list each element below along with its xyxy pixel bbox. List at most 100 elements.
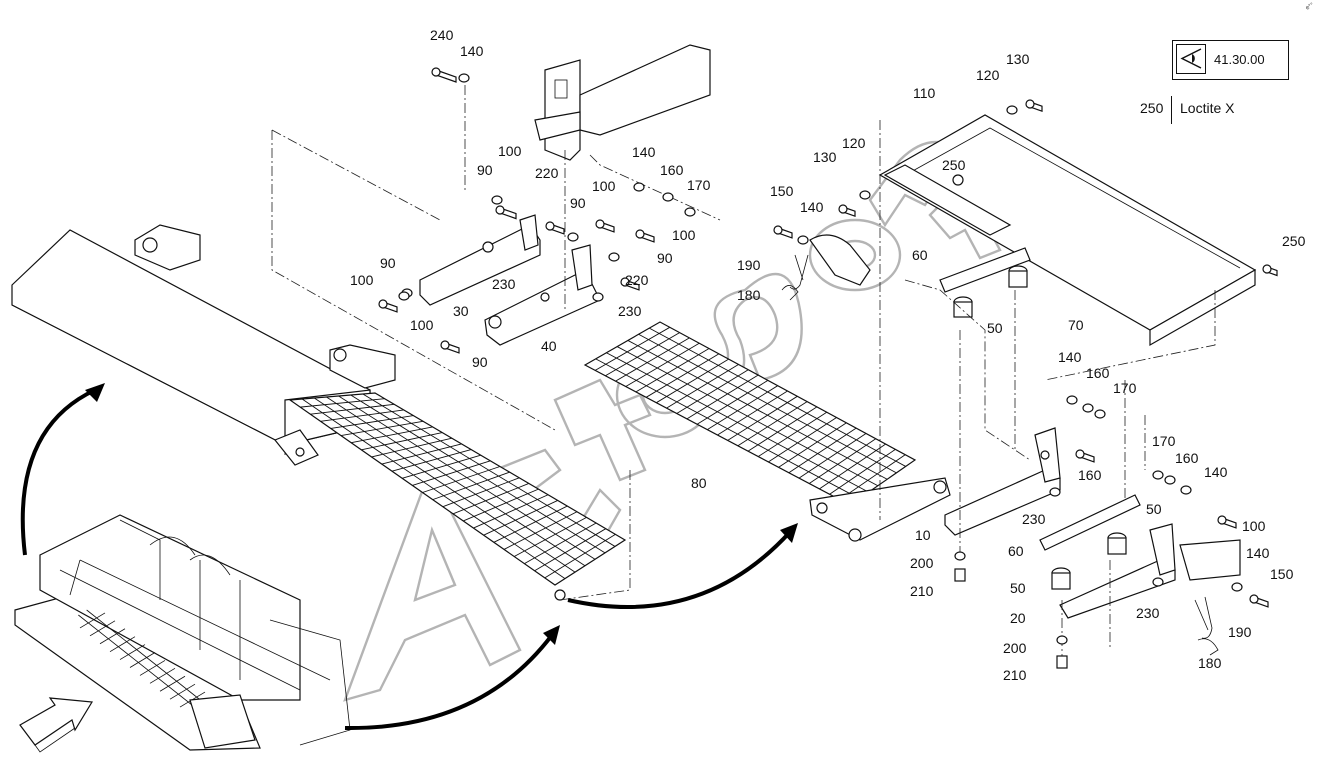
callout-120: 120 [976, 67, 1000, 83]
callout-230: 230 [1022, 511, 1046, 527]
callout-140: 140 [632, 144, 656, 160]
callout-90: 90 [472, 354, 488, 370]
frame-70 [878, 114, 1257, 347]
grating-bar [645, 353, 720, 398]
callout-130: 130 [813, 149, 837, 165]
grating-bar [707, 385, 778, 430]
mounting-arm [534, 44, 711, 161]
grating-bar [300, 398, 385, 408]
grating-bar [310, 403, 395, 415]
grating-bar [149, 667, 176, 684]
bolt-head [378, 299, 388, 309]
grating-bar [391, 449, 472, 472]
grating-bar [747, 406, 818, 452]
callout-220: 220 [535, 165, 559, 181]
direction-arrow-icon [19, 697, 94, 753]
callout-120: 120 [842, 135, 866, 151]
bracket-40 [484, 244, 601, 346]
grating-bar [625, 342, 700, 387]
callout-100: 100 [1242, 518, 1266, 534]
washer [1164, 475, 1176, 485]
bolt-head [635, 229, 645, 239]
flow-arrow-1 [20, 383, 105, 556]
callout-90: 90 [477, 162, 493, 178]
grating-bar [99, 628, 126, 645]
callout-100: 100 [350, 272, 374, 288]
callout-110: 110 [913, 85, 936, 101]
reference-box: 41.30.00 [1172, 40, 1289, 80]
callout-220: 220 [625, 272, 649, 288]
callout-230: 230 [1136, 605, 1160, 621]
bolt-head [1025, 99, 1035, 109]
grating-bar [676, 369, 749, 414]
paver-overview [14, 514, 351, 751]
washer [662, 192, 674, 202]
grating-bar [605, 332, 680, 377]
callout-170: 170 [1152, 433, 1176, 449]
callout-160: 160 [660, 162, 684, 178]
grating-bar [544, 533, 616, 579]
callout-180: 180 [1198, 655, 1222, 671]
callout-200: 200 [910, 555, 934, 571]
callout-150: 150 [770, 183, 794, 199]
grating-bar [422, 466, 501, 493]
grating-bar [330, 415, 414, 429]
grating-bar [79, 612, 106, 629]
callout-50: 50 [1010, 580, 1026, 596]
grating-middle [583, 321, 951, 542]
assembly-centerlines [271, 85, 1216, 660]
bolt-head [1217, 515, 1227, 525]
grating-bar [635, 348, 710, 393]
callout-190: 190 [1228, 624, 1252, 640]
callout-210: 210 [1003, 667, 1027, 683]
washer [633, 182, 645, 192]
callout-40: 40 [541, 338, 557, 354]
bolt-head [838, 204, 848, 214]
callout-140: 140 [1204, 464, 1228, 480]
callout-160: 160 [1086, 365, 1110, 381]
grating-bar [788, 427, 857, 474]
grating-left [274, 392, 627, 601]
callout-100: 100 [592, 178, 616, 194]
callout-130: 130 [1006, 51, 1030, 67]
legend-text: Loctite X [1180, 100, 1235, 116]
washer [1056, 635, 1068, 645]
bolt-head [1249, 594, 1259, 604]
rubber-buffers [953, 265, 1127, 590]
bolt-head [595, 219, 605, 229]
washer [398, 291, 410, 301]
callout-230: 230 [492, 276, 516, 292]
washer [1231, 582, 1243, 592]
washer [1082, 403, 1094, 413]
grating-bar [594, 326, 671, 371]
callout-250: 250 [942, 157, 966, 173]
grating-bar [452, 483, 530, 515]
bolt-head [620, 277, 630, 287]
plate-60-lower [1039, 494, 1141, 551]
grating-bar [534, 528, 606, 572]
callout-90: 90 [380, 255, 396, 271]
bolt-head [431, 67, 441, 77]
callout-70: 70 [1068, 317, 1084, 333]
grating-bar [401, 454, 481, 479]
grating-bar [89, 620, 116, 637]
bolt-head [495, 205, 505, 215]
grating-bar [169, 683, 196, 700]
callout-100: 100 [672, 227, 696, 243]
grating-bar [514, 516, 587, 557]
callout-30: 30 [453, 303, 469, 319]
callout-150: 150 [1270, 566, 1294, 582]
grating-bar [109, 636, 136, 653]
grating-bar [686, 374, 759, 420]
washer [491, 195, 503, 205]
legend-number: 250 [1140, 100, 1164, 116]
washer [608, 252, 620, 262]
callout-100: 100 [410, 317, 434, 333]
washer [859, 190, 871, 200]
grating-bar [371, 437, 453, 458]
callout-140: 140 [800, 199, 824, 215]
callout-240: 240 [430, 27, 454, 43]
